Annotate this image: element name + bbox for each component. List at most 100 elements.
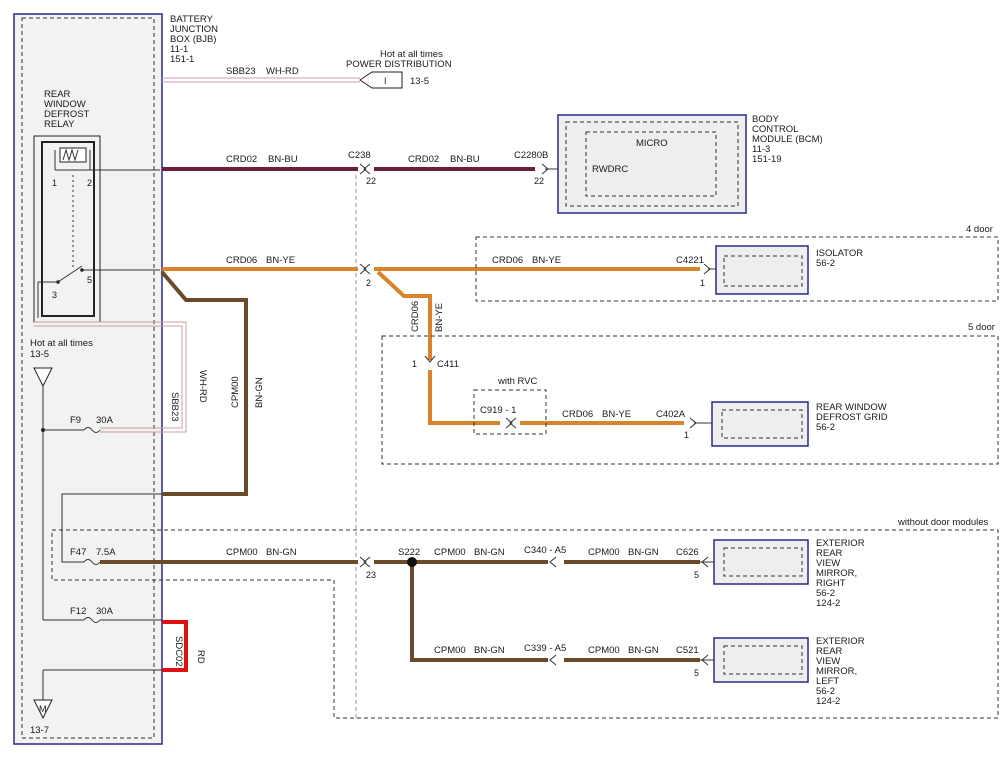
svg-text:EXTERIOR: EXTERIOR (816, 636, 865, 647)
svg-text:with RVC: with RVC (497, 376, 538, 387)
rear-window-defrost-relay: REAR WINDOW DEFROST RELAY 1 2 3 5 (33, 89, 160, 323)
svg-text:30A: 30A (96, 606, 114, 617)
svg-text:11-1: 11-1 (170, 44, 188, 55)
svg-text:MICRO: MICRO (636, 138, 668, 149)
svg-text:BN-GN: BN-GN (474, 645, 505, 656)
wire-sdc02: SDC02 RD M 13-7 (30, 620, 206, 736)
svg-text:CRD06: CRD06 (492, 255, 523, 266)
svg-text:C521: C521 (676, 645, 699, 656)
svg-text:BN-GN: BN-GN (254, 377, 265, 408)
svg-text:56-2: 56-2 (816, 686, 835, 697)
svg-text:BN-GN: BN-GN (628, 547, 659, 558)
wire-sbb23-vertical: SBB23 WH-RD (34, 321, 208, 433)
svg-text:RIGHT: RIGHT (816, 578, 846, 589)
svg-text:without door modules: without door modules (897, 517, 989, 528)
svg-text:BOX (BJB): BOX (BJB) (170, 34, 216, 45)
svg-text:5 door: 5 door (968, 322, 995, 333)
svg-text:1: 1 (684, 430, 689, 440)
svg-text:MODULE (BCM): MODULE (BCM) (752, 134, 823, 145)
svg-text:CRD06: CRD06 (562, 409, 593, 420)
svg-text:1: 1 (52, 178, 57, 188)
svg-text:CPM00: CPM00 (588, 645, 620, 656)
connector-c238: C238 22 (348, 150, 376, 720)
svg-text:BN-YE: BN-YE (532, 255, 561, 266)
svg-text:CPM00: CPM00 (588, 547, 620, 558)
svg-text:CRD06: CRD06 (226, 255, 257, 266)
svg-text:RELAY: RELAY (44, 119, 75, 130)
svg-text:SDC02: SDC02 (173, 636, 184, 667)
svg-text:ISOLATOR: ISOLATOR (816, 248, 863, 259)
svg-text:124-2: 124-2 (816, 598, 840, 609)
svg-text:56-2: 56-2 (816, 422, 835, 433)
svg-text:REAR: REAR (816, 548, 843, 559)
svg-text:F12: F12 (70, 606, 86, 617)
svg-text:BN-GN: BN-GN (266, 547, 297, 558)
svg-text:SBB23: SBB23 (169, 392, 180, 422)
svg-text:BN-BU: BN-BU (450, 154, 480, 165)
region-5-door: 5 door (381, 322, 999, 465)
svg-text:MIRROR,: MIRROR, (816, 666, 857, 677)
svg-text:124-2: 124-2 (816, 696, 840, 707)
svg-text:C411: C411 (437, 359, 459, 370)
hot-feed-connector-icon (33, 367, 53, 388)
mirror-right-module: C626 5 EXTERIOR REAR VIEW MIRROR, RIGHT … (676, 538, 865, 609)
bcm-module: MICRO RWDRC BODY CONTROL MODULE (BCM) 11… (557, 114, 823, 214)
svg-text:151-1: 151-1 (170, 54, 194, 65)
power-distribution-connector-icon (359, 71, 403, 89)
svg-text:SBB23: SBB23 (226, 66, 256, 77)
mirror-left-module: C521 5 EXTERIOR REAR VIEW MIRROR, LEFT 5… (676, 636, 865, 707)
svg-text:C238: C238 (348, 150, 371, 161)
svg-text:RWDRC: RWDRC (592, 164, 628, 175)
svg-text:C402A: C402A (656, 409, 686, 420)
svg-text:BODY: BODY (752, 114, 780, 125)
wire-cpm00-vertical: CPM00 BN-GN (160, 270, 265, 496)
svg-text:EXTERIOR: EXTERIOR (816, 538, 865, 549)
svg-text:1: 1 (412, 359, 417, 369)
bjb-hot-feed: Hot at all times 13-5 F9 30A F12 30A (30, 338, 162, 623)
svg-text:MIRROR,: MIRROR, (816, 568, 857, 579)
svg-text:M: M (39, 704, 47, 714)
connector-c411: 1 C411 (412, 355, 459, 370)
svg-text:C340 - A5: C340 - A5 (524, 545, 566, 556)
svg-text:C919 - 1: C919 - 1 (480, 405, 516, 416)
bjb-border (13, 13, 163, 745)
svg-text:WH-RD: WH-RD (197, 370, 208, 403)
svg-text:BN-YE: BN-YE (434, 303, 445, 332)
svg-text:POWER DISTRIBUTION: POWER DISTRIBUTION (346, 59, 452, 70)
svg-text:Hot at all times: Hot at all times (30, 338, 93, 349)
svg-text:VIEW: VIEW (816, 558, 840, 569)
bjb-panel-bg (14, 14, 162, 744)
svg-text:CRD06: CRD06 (410, 301, 421, 332)
wire-crd06: CRD06 BN-YE CRD06 BN-YE CRD06 BN-YE CRD0… (162, 255, 700, 425)
svg-text:4 door: 4 door (966, 224, 993, 235)
svg-text:REAR: REAR (44, 89, 71, 100)
svg-text:BATTERY: BATTERY (170, 14, 214, 25)
svg-text:56-2: 56-2 (816, 588, 835, 599)
svg-text:WH-RD: WH-RD (266, 66, 299, 77)
svg-text:WINDOW: WINDOW (44, 99, 86, 110)
wire-crd02: CRD02 BN-BU CRD02 BN-BU (162, 154, 535, 171)
isolator-module: C4221 1 ISOLATOR 56-2 (676, 245, 863, 295)
svg-text:CRD02: CRD02 (408, 154, 439, 165)
svg-text:BN-YE: BN-YE (602, 409, 631, 420)
svg-text:CRD02: CRD02 (226, 154, 257, 165)
svg-text:BN-GN: BN-GN (474, 547, 505, 558)
svg-text:I: I (384, 76, 387, 86)
svg-text:REAR: REAR (816, 646, 843, 657)
svg-text:151-19: 151-19 (752, 154, 782, 165)
svg-text:S222: S222 (398, 547, 420, 558)
svg-text:F47: F47 (70, 547, 86, 558)
region-4-door: 4 door (475, 224, 999, 302)
svg-text:CPM00: CPM00 (434, 547, 466, 558)
svg-text:30A: 30A (96, 415, 114, 426)
svg-text:5: 5 (87, 275, 92, 285)
svg-text:56-2: 56-2 (816, 258, 835, 269)
svg-text:2: 2 (366, 278, 371, 288)
svg-text:11-3: 11-3 (752, 144, 770, 155)
svg-text:DEFROST GRID: DEFROST GRID (816, 412, 888, 423)
svg-text:1: 1 (700, 278, 705, 288)
svg-text:BN-GN: BN-GN (628, 645, 659, 656)
svg-text:CONTROL: CONTROL (752, 124, 798, 135)
svg-text:BN-YE: BN-YE (266, 255, 295, 266)
